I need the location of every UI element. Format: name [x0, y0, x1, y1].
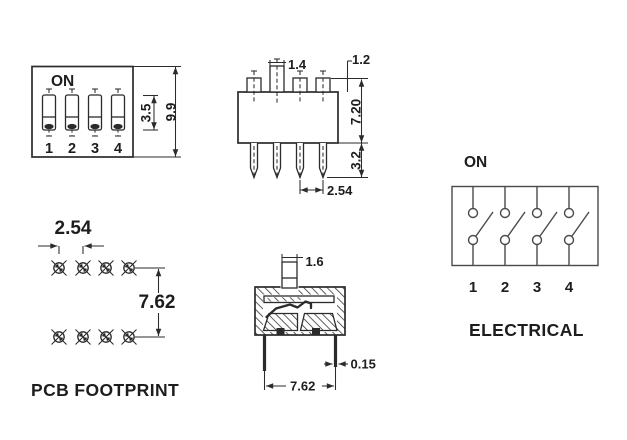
- dim-label-pad-pitch: 2.54: [55, 218, 92, 239]
- dim-label: 1.6: [306, 254, 324, 269]
- position-number: 1: [45, 141, 53, 157]
- contact-spring: [265, 300, 313, 319]
- switch-symbol: [467, 186, 494, 266]
- pin-anchor: [276, 328, 285, 335]
- schematic-box: [451, 185, 599, 267]
- position-number: 1: [469, 279, 477, 296]
- dimension-pin-span: 7.62: [263, 367, 337, 394]
- dip-switch-slot: [110, 88, 126, 137]
- dim-label-row-spacing: 7.62: [139, 292, 176, 313]
- through-hole-pins: [249, 143, 328, 180]
- switch-body: [237, 91, 339, 144]
- cross-section-view: 1.6 0.15 7.62: [254, 254, 376, 394]
- pcb-pad: [74, 328, 92, 346]
- pcb-pad: [97, 328, 115, 346]
- dimension-pin-length: 3.2: [327, 143, 368, 179]
- switch-symbol: [563, 186, 590, 266]
- dip-switch-slot: [87, 88, 103, 137]
- dimension-pad-pitch: [38, 243, 104, 254]
- dimension-pin-thickness: 0.15: [324, 357, 376, 372]
- actuator-knob: [281, 261, 298, 289]
- dip-switch-slot: [64, 88, 80, 137]
- pcb-pad: [74, 259, 92, 277]
- dip-switch-slot: [41, 88, 57, 137]
- dimension-actuator-height: 1.2: [331, 52, 370, 92]
- position-number: 4: [565, 279, 574, 296]
- dimension-body-height: 7.20: [338, 79, 368, 144]
- pcb-pad: [50, 259, 68, 277]
- position-number: 2: [68, 141, 76, 157]
- pcb-footprint: 2.54 7.62 PCB FOOTPRINT: [31, 218, 179, 400]
- dimension-knob-width: 1.6: [281, 254, 324, 269]
- pcb-pad: [97, 259, 115, 277]
- dim-label: 3.5: [139, 103, 154, 122]
- pin-anchor: [312, 328, 320, 335]
- pcb-pad: [120, 328, 138, 346]
- slider-knob: [113, 123, 123, 130]
- switch-symbol: [499, 186, 526, 266]
- side-view: 1.4 1.2 7.20 3.2 2.54: [237, 52, 370, 198]
- pcb-footprint-caption: PCB FOOTPRINT: [31, 380, 179, 400]
- slider-knob: [67, 123, 77, 130]
- position-number: 3: [91, 141, 99, 157]
- switch-symbol: [531, 186, 558, 266]
- slider-knob: [44, 123, 54, 130]
- dim-label: 3.2: [349, 151, 364, 170]
- dimension-pin-pitch: 2.54: [299, 180, 353, 198]
- dim-label: 7.62: [290, 379, 315, 394]
- dim-label: 0.15: [351, 357, 376, 372]
- pcb-pad: [120, 259, 138, 277]
- electrical-caption: ELECTRICAL: [469, 320, 584, 340]
- dim-label: 1.4: [288, 57, 307, 72]
- on-label: ON: [51, 73, 74, 90]
- top-view: ON: [31, 65, 181, 158]
- dim-label: 7.20: [349, 99, 364, 125]
- position-number: 3: [533, 279, 541, 296]
- dim-label: 9.9: [164, 103, 179, 122]
- position-number: 2: [501, 279, 509, 296]
- on-label: ON: [464, 154, 487, 171]
- base-block: [262, 312, 299, 332]
- dimension-row-spacing: 7.62: [135, 267, 176, 338]
- position-number: 4: [114, 141, 122, 157]
- dim-label: 2.54: [327, 183, 353, 198]
- pcb-pad: [50, 328, 68, 346]
- base-block: [299, 312, 338, 332]
- electrical-schematic: ON 1: [451, 154, 599, 340]
- dim-label: 1.2: [352, 52, 370, 67]
- dimension-slot-height: 3.5: [139, 94, 158, 131]
- dimension-body-height: 9.9: [133, 65, 181, 158]
- dimension-actuator-width: 1.4: [268, 57, 307, 72]
- slider-knob: [90, 123, 100, 130]
